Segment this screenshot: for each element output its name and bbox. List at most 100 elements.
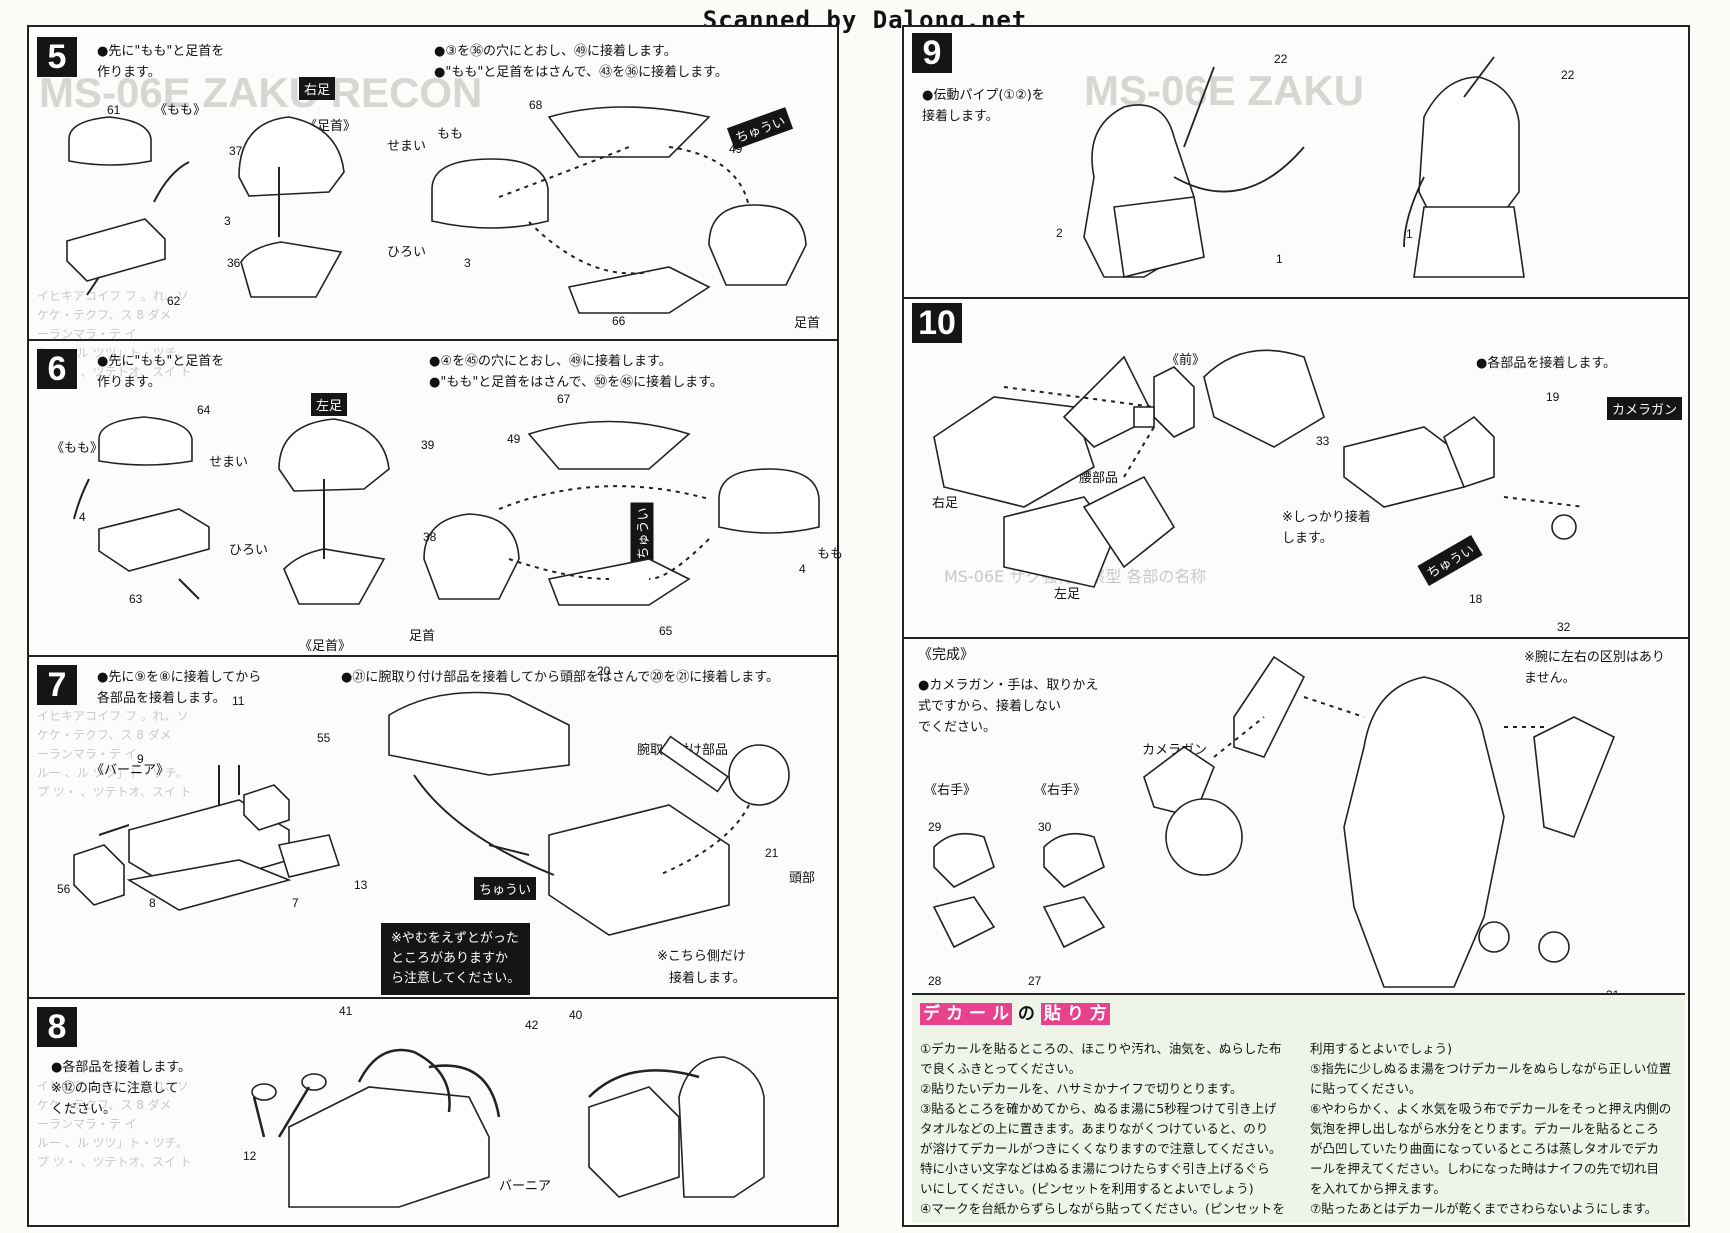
part-hand-28 <box>932 896 996 949</box>
part-number: 28 <box>928 974 942 988</box>
decal-instructions-right: 利用するとよいでしょう)⑤指先に少しぬるま湯をつけデカールをぬらしながら正しい位… <box>1310 1041 1672 1216</box>
part-number: 22 <box>1561 68 1575 82</box>
part-arm-right <box>1533 716 1616 838</box>
ghost-text: イヒキアコイフ フ 。れ、ソケケ・テクフ、ス 8 ダメーランマラ・テ イ ル一 … <box>37 1079 192 1169</box>
dashed-path <box>658 804 750 876</box>
part-12 <box>251 1083 277 1101</box>
dashed-path <box>528 221 650 275</box>
part-number: 61 <box>107 103 121 117</box>
part-number: 30 <box>1038 820 1052 834</box>
label-migite-1: 《右手》 <box>924 783 977 798</box>
pipe-42 <box>428 1064 501 1118</box>
part-number: 41 <box>339 1004 353 1018</box>
part-number: 64 <box>197 403 211 417</box>
part-number: 3 <box>464 256 471 270</box>
part-number: 18 <box>1469 592 1483 606</box>
dashed-path <box>1123 426 1155 478</box>
step5-diagram: 61 37 3 36 62 68 49 3 66 <box>66 98 807 328</box>
divider <box>29 339 837 341</box>
label-momo: 《もも》 <box>154 103 207 118</box>
complete-instruction: ●カメラガン・手は、取りかえ式ですから、接着しないでください。 <box>918 678 1099 735</box>
dashed-path <box>668 146 750 208</box>
part-21 <box>548 804 730 936</box>
arrow <box>178 578 200 600</box>
label-ashikubi-2: 足首 <box>409 629 436 644</box>
part-momo-bottom <box>98 508 210 572</box>
label-ashikubi: 《足首》 <box>299 639 352 654</box>
divider <box>29 997 837 999</box>
part-66 <box>567 266 711 314</box>
step-number-7: 7 <box>37 665 77 705</box>
step10-diagram: 19 33 18 32 <box>933 349 1585 634</box>
part-hand-31 <box>1478 921 1510 953</box>
step7-instruction-b: ●㉑に腕取り付け部品を接着してから頭部をはさんで⑳を㉑に接着します。 <box>341 670 780 685</box>
label-burner: 《バーニア》 <box>91 763 170 778</box>
part-zaku-complete <box>1343 676 1505 988</box>
dashed-path <box>1303 696 1365 718</box>
dashed-path <box>648 538 710 580</box>
arrow <box>413 774 555 876</box>
pipe-3 <box>153 161 190 203</box>
part-number: 22 <box>1274 52 1288 66</box>
dashed-path <box>1503 496 1585 508</box>
arrow <box>86 276 100 296</box>
label-burner: バーニア <box>499 1179 552 1194</box>
step9-instruction: ●伝動パイプ(①②)を接着します。 <box>922 88 1045 124</box>
part-waist-front <box>1133 406 1155 428</box>
arrow <box>98 824 130 836</box>
part-backpack <box>588 1086 680 1198</box>
part-skirt-back <box>1413 206 1525 278</box>
part-number: 1 <box>1406 227 1413 241</box>
part-number: 66 <box>612 314 626 328</box>
pipe-1 <box>1403 176 1425 248</box>
part-number: 55 <box>317 731 331 745</box>
part-ude <box>659 735 729 793</box>
antenna <box>1463 56 1495 98</box>
step5-tag-right-leg: 右足 <box>299 77 336 100</box>
part-20 <box>388 691 570 776</box>
step-number-9: 9 <box>912 33 952 73</box>
divider <box>904 297 1688 299</box>
step6-instruction-b: ●④を㊺の穴にとおし、㊾に接着します。●"もも"と足首をはさんで、㊿を㊺に接着し… <box>429 354 723 390</box>
part-68 <box>547 106 711 158</box>
label-semai: せまい <box>209 455 249 470</box>
step8-diagram: 41 42 12 40 <box>243 1004 765 1208</box>
part-number: 38 <box>423 530 437 544</box>
label-ashikubi-2: 足首 <box>794 316 821 331</box>
part-zaku-back <box>1418 76 1520 233</box>
step6-tag-left-leg: 左足 <box>311 393 348 416</box>
arrow <box>488 844 530 856</box>
part-number: 4 <box>799 562 806 576</box>
part-56 <box>73 844 125 906</box>
pipe-41 <box>357 1048 451 1113</box>
decal-title: デカール の 貼り方 <box>920 999 1110 1025</box>
label-kochira: ※こちら側だけ <box>657 949 746 964</box>
label-koshi: 腰部品 <box>1079 471 1119 486</box>
part-ashikubi-bottom <box>240 241 343 298</box>
step7-diagram: 11 55 9 56 8 7 13 20 21 <box>57 664 790 936</box>
arrow <box>277 1086 311 1138</box>
part-number: 21 <box>765 846 779 860</box>
part-number: 39 <box>421 438 435 452</box>
part-main-body <box>288 1086 490 1208</box>
divider <box>904 637 1688 639</box>
dashed-path <box>1003 386 1155 408</box>
part-number: 62 <box>167 294 181 308</box>
part-number: 33 <box>1316 434 1330 448</box>
part-number: 20 <box>597 664 611 678</box>
part-number: 2 <box>1056 226 1063 240</box>
part-arm-left <box>1233 655 1306 758</box>
step10-tag-cameragun: カメラガン <box>1607 397 1683 420</box>
caution-tag: ちゅうい <box>474 877 537 900</box>
part-55 <box>243 784 290 831</box>
part-number: 19 <box>1546 390 1560 404</box>
part-number: 9 <box>137 752 144 766</box>
part-momo-bottom <box>66 218 166 282</box>
part-number: 8 <box>149 896 156 910</box>
part-number: 32 <box>1557 620 1571 634</box>
part-left-leg <box>1003 496 1115 588</box>
part-number: 29 <box>928 820 942 834</box>
dashed-path <box>498 146 630 198</box>
warning-note: ※やむをえずとがったところがありますから注意してください。 <box>381 923 531 995</box>
arrow <box>252 1096 266 1138</box>
